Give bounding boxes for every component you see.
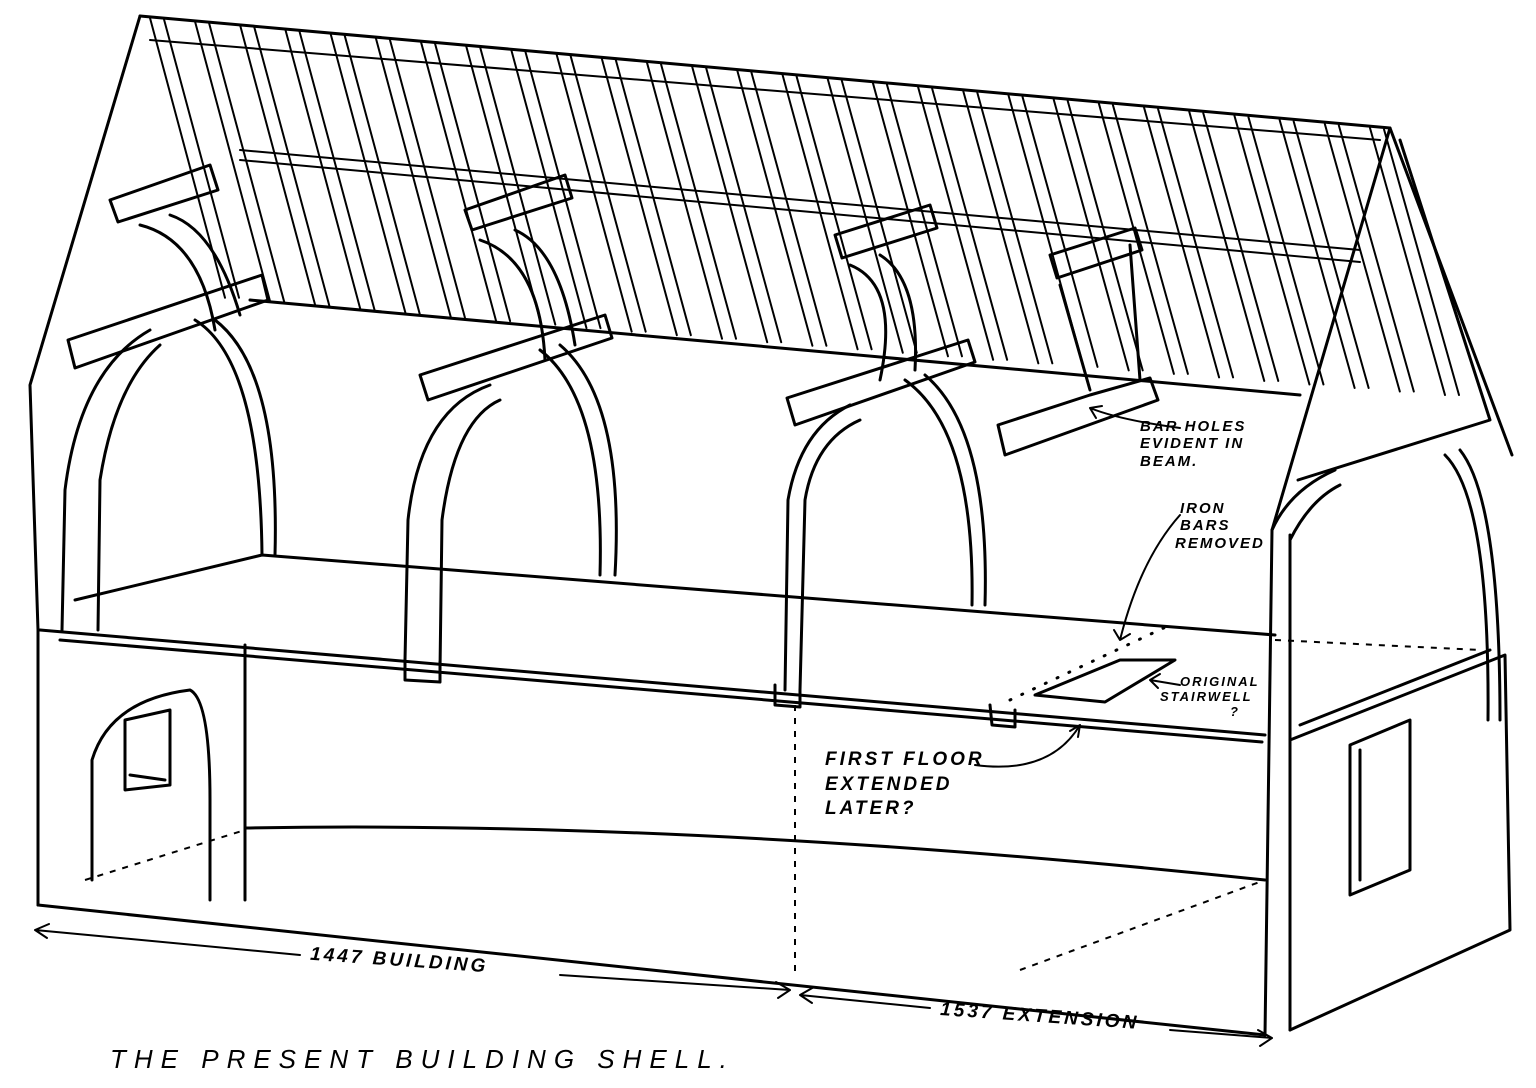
rafter <box>465 45 543 326</box>
annotation-bar-holes: Bar holes evident in beam. <box>1140 418 1246 470</box>
rafter <box>1383 128 1460 396</box>
rafter <box>1052 98 1130 372</box>
rafter <box>976 91 1054 365</box>
rafter <box>1188 110 1266 382</box>
rafter <box>1202 112 1280 382</box>
left-doorway <box>90 688 212 902</box>
rafter <box>298 30 376 311</box>
rafter <box>840 79 918 354</box>
annotation-line: extended <box>825 773 953 795</box>
annotation-line: ? <box>1230 703 1240 719</box>
annotation-line: Bar holes <box>1140 418 1247 435</box>
tie-beams <box>66 163 1160 457</box>
rafter <box>781 74 859 351</box>
rafter <box>750 71 828 347</box>
annotation-line: bars <box>1180 517 1231 535</box>
rafter <box>600 57 678 337</box>
rafter <box>1369 127 1446 396</box>
rafter <box>705 67 783 344</box>
rafter <box>1143 106 1221 379</box>
rafter <box>871 82 949 358</box>
rafter <box>329 33 407 316</box>
rafter <box>479 46 557 326</box>
rafter <box>885 83 963 358</box>
rafter <box>826 78 904 354</box>
rafter <box>208 22 286 303</box>
walls-and-floors <box>36 528 1512 1037</box>
dimension-arrows <box>34 923 1273 1047</box>
sketch-title: The present building shell. <box>110 1044 735 1074</box>
rafter <box>253 26 331 307</box>
rafter <box>524 50 602 330</box>
annotation-line: removed <box>1175 534 1265 552</box>
rafter <box>239 25 317 307</box>
annotation-line: evident in <box>1140 435 1245 453</box>
annotation-stairwell: Original stairwell ? <box>1160 674 1260 720</box>
rafter <box>420 41 498 323</box>
rafter <box>646 61 724 340</box>
roof-rafters <box>149 17 1460 396</box>
rafter <box>1111 103 1189 375</box>
rafter <box>1233 114 1311 386</box>
rafter <box>510 49 588 330</box>
annotation-line: stairwell <box>1160 688 1253 704</box>
rafter <box>1292 120 1370 389</box>
rafter <box>962 90 1040 365</box>
arched-braces <box>60 318 1502 722</box>
rafter <box>614 59 692 337</box>
rafter <box>343 34 421 316</box>
annotation-line: Iron <box>1180 500 1226 517</box>
annotation-line: Original <box>1180 674 1260 689</box>
rafter <box>931 87 1009 361</box>
rafter <box>736 69 814 347</box>
rafter <box>555 53 633 333</box>
rafter <box>1021 95 1099 368</box>
annotation-iron-bars: Iron bars removed <box>1175 500 1265 552</box>
rafter <box>1247 116 1325 386</box>
annotation-line: later? <box>825 798 917 820</box>
rafter <box>194 21 272 303</box>
annotation-leaders <box>974 405 1181 768</box>
rafter <box>1157 108 1235 379</box>
rafter <box>1323 122 1401 393</box>
rafter <box>284 29 362 311</box>
rafter <box>1066 99 1144 372</box>
rafter <box>374 37 452 319</box>
annotation-first-floor: First floor extended later? <box>825 748 985 822</box>
rafter <box>1278 118 1356 389</box>
rafter <box>163 18 240 299</box>
rafter <box>691 65 769 344</box>
rafter <box>917 86 995 361</box>
rafter <box>660 63 738 340</box>
rafter <box>388 38 466 319</box>
rafter <box>1337 124 1415 393</box>
wall-plate <box>248 298 1302 397</box>
stairwell-opening <box>1008 623 1177 704</box>
right-window <box>1348 718 1412 897</box>
rafter <box>795 75 873 351</box>
rafter <box>569 55 647 333</box>
rafter <box>1097 102 1175 375</box>
rafter <box>434 42 512 323</box>
annotation-line: beam. <box>1140 452 1199 470</box>
annotation-line: First floor <box>825 749 985 770</box>
